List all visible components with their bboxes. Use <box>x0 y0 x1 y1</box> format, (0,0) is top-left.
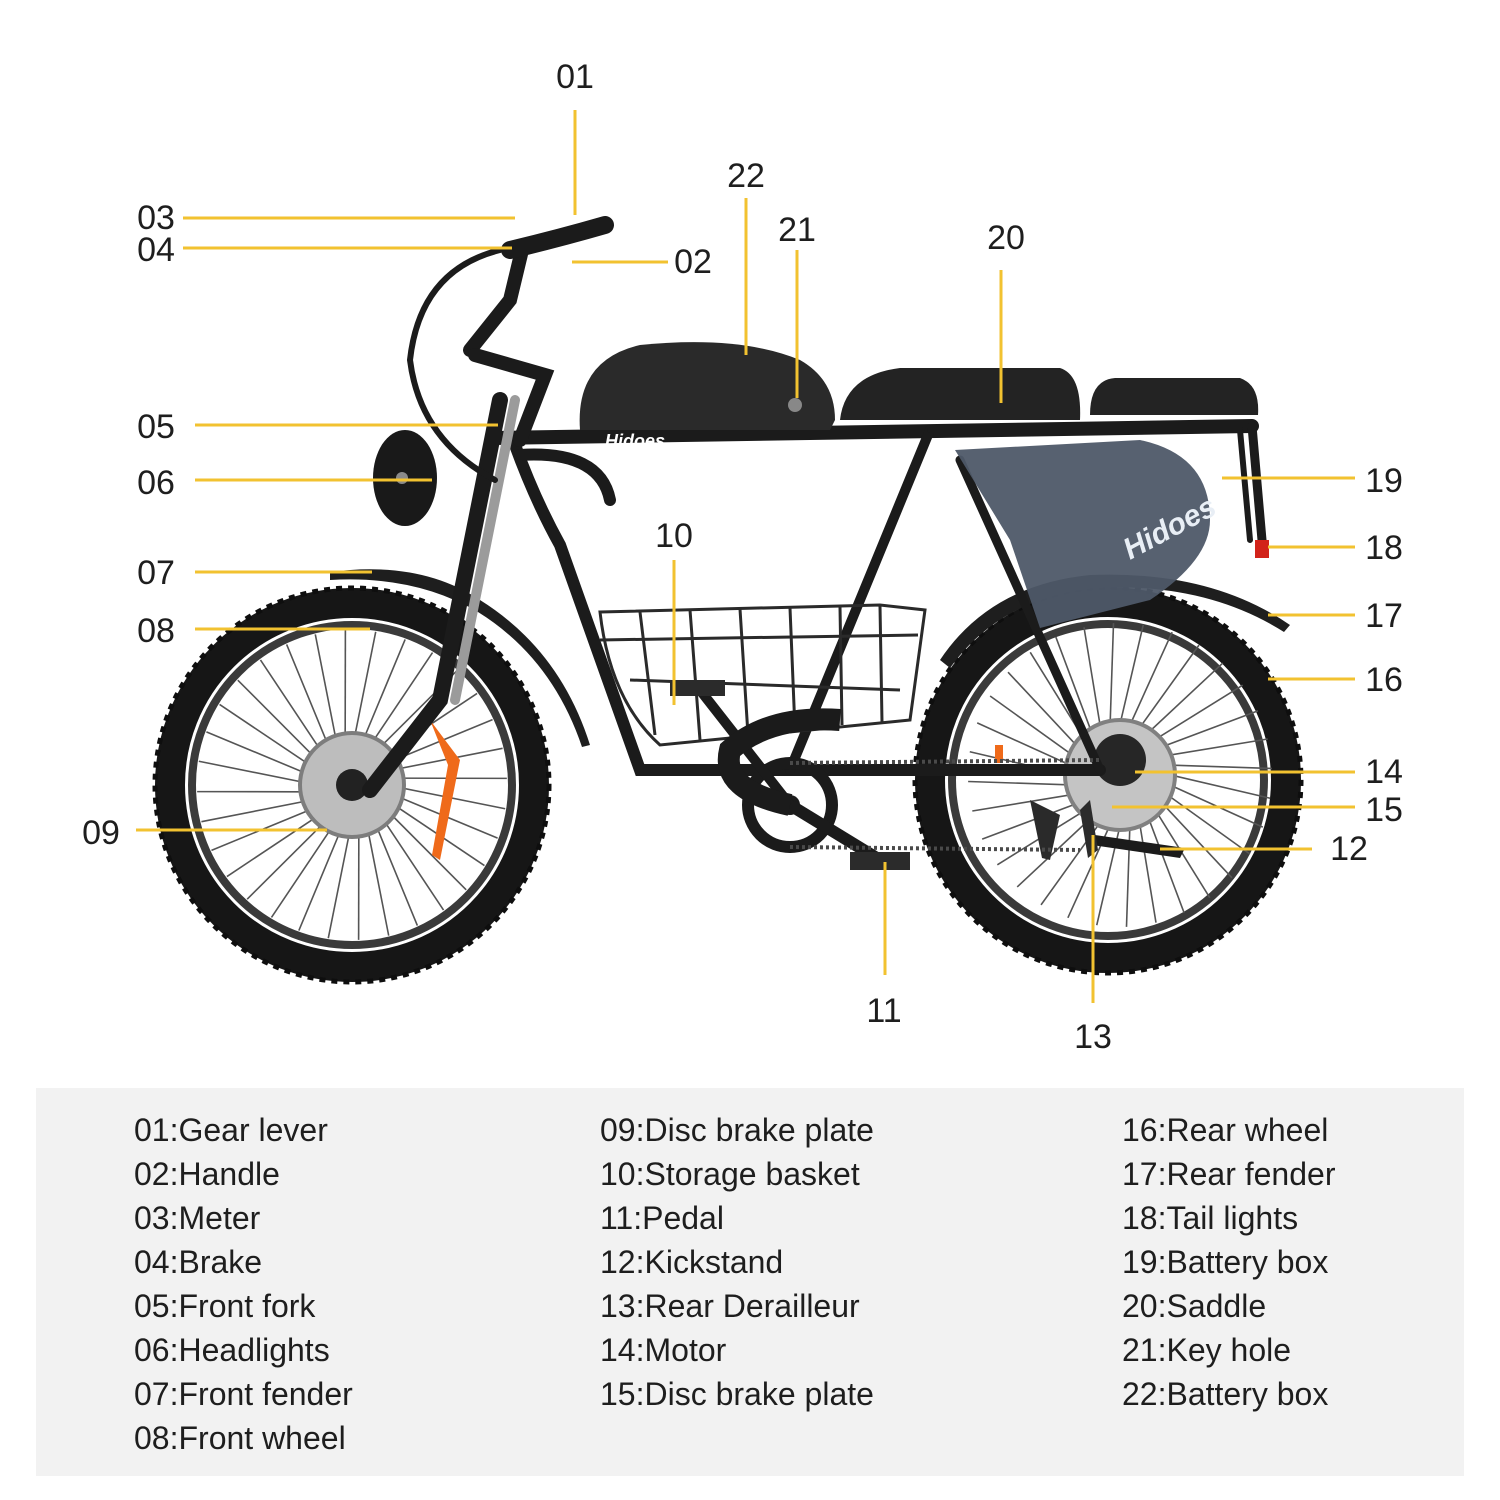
tank-battery <box>579 342 835 430</box>
legend-item: 17:Rear fender <box>1122 1156 1336 1192</box>
key-hole <box>788 398 802 412</box>
legend-column: 01:Gear lever 02:Handle 03:Meter 04:Brake 05… <box>134 1108 353 1460</box>
bike-illustration: Hidoes Hidoes <box>136 110 1355 1003</box>
callout-number-17: 17 <box>1365 597 1403 635</box>
legend-item: 22:Battery box <box>1122 1376 1329 1412</box>
hub-motor <box>1094 734 1146 786</box>
rear-fender-shape <box>940 574 1290 668</box>
legend-item: 05:Front fork <box>134 1288 316 1324</box>
callout-number-10: 10 <box>655 517 693 555</box>
callout-number-03: 03 <box>137 199 175 237</box>
legend-item: 11:Pedal <box>600 1200 724 1236</box>
callout-number-05: 05 <box>137 408 175 446</box>
legend-column: 09:Disc brake plate 10:Storage basket 11:P… <box>600 1108 874 1416</box>
legend-item: 15:Disc brake plate <box>600 1376 874 1412</box>
kickstand-shape <box>1092 835 1185 858</box>
legend-panel: 01:Gear lever 02:Handle 03:Meter 04:Brake 05… <box>36 1088 1464 1476</box>
legend-item: 04:Brake <box>134 1244 263 1280</box>
legend-column: 16:Rear wheel 17:Rear fender 18:Tail light… <box>1122 1108 1335 1416</box>
legend-item: 12:Kickstand <box>600 1244 784 1280</box>
saddle-rear <box>1090 378 1259 415</box>
callout-number-22: 22 <box>727 157 765 195</box>
front-wheel <box>152 585 552 985</box>
callout-number-09: 09 <box>82 814 120 852</box>
storage-basket <box>598 603 927 747</box>
legend-item: 16:Rear wheel <box>1122 1112 1329 1148</box>
legend-item: 06:Headlights <box>134 1332 330 1368</box>
legend-item: 10:Storage basket <box>600 1156 860 1192</box>
legend-item: 07:Front fender <box>134 1376 353 1412</box>
saddle-front <box>840 368 1081 420</box>
pedal-left <box>670 680 725 696</box>
callout-number-11: 11 <box>866 992 902 1030</box>
frame-brand-text: Hidoes <box>605 431 665 451</box>
callout-number-18: 18 <box>1365 529 1403 567</box>
legend-item: 20:Saddle <box>1122 1288 1267 1324</box>
callout-number-19: 19 <box>1365 462 1403 500</box>
callout-number-04: 04 <box>137 231 175 269</box>
front-fender-shape <box>330 569 590 747</box>
callout-number-12: 12 <box>1330 830 1368 868</box>
rear-wheel <box>912 584 1304 976</box>
legend-item: 21:Key hole <box>1122 1332 1292 1368</box>
tail-light <box>1255 540 1269 558</box>
legend-item: 19:Battery box <box>1122 1244 1329 1280</box>
callout-number-13: 13 <box>1074 1018 1112 1056</box>
legend-item: 18:Tail lights <box>1122 1200 1299 1236</box>
callout-number-20: 20 <box>987 219 1025 257</box>
callout-number-01: 01 <box>556 58 594 96</box>
callout-number-15: 15 <box>1365 791 1403 829</box>
side-battery-box <box>955 440 1210 628</box>
legend-item: 09:Disc brake plate <box>600 1112 874 1148</box>
callout-number-14: 14 <box>1365 753 1403 791</box>
legend-item: 13:Rear Derailleur <box>600 1288 860 1324</box>
callout-number-02: 02 <box>674 243 712 281</box>
callout-number-06: 06 <box>137 464 175 502</box>
callout-number-21: 21 <box>778 211 816 249</box>
bike-diagram: Hidoes Hidoes <box>136 110 1355 1003</box>
legend-item: 14:Motor <box>600 1332 727 1368</box>
chain <box>789 758 1101 852</box>
callout-number-07: 07 <box>137 554 175 592</box>
legend-item: 01:Gear lever <box>134 1112 328 1148</box>
pedal-right <box>850 852 910 870</box>
legend-item: 02:Handle <box>134 1156 280 1192</box>
callout-number-08: 08 <box>137 612 175 650</box>
callout-number-16: 16 <box>1365 661 1403 699</box>
legend-item: 03:Meter <box>134 1200 261 1236</box>
legend-item: 08:Front wheel <box>134 1420 346 1456</box>
